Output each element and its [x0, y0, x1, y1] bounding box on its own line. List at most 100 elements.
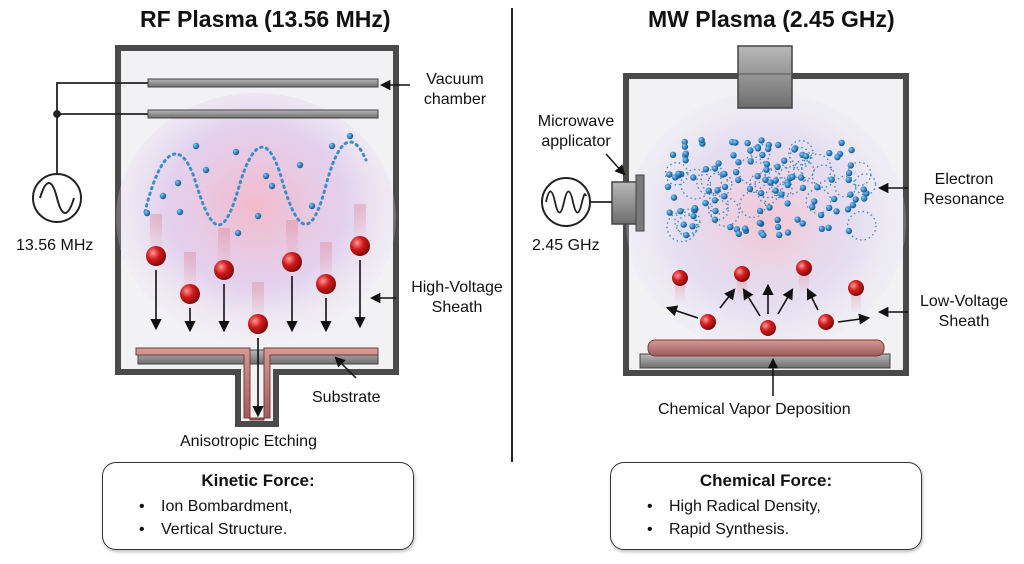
rf-wave	[143, 140, 368, 227]
resonance-ring	[676, 214, 699, 237]
electron	[826, 149, 833, 157]
ion-trail	[252, 282, 264, 324]
electron	[143, 209, 151, 217]
electron	[774, 216, 781, 223]
electron	[308, 202, 316, 210]
mw-applicator	[611, 174, 645, 232]
substrate-label: Substrate	[312, 389, 381, 406]
electron	[670, 194, 678, 201]
electron	[852, 196, 859, 203]
electron	[826, 204, 833, 212]
radical-trajectory-arrow	[777, 288, 794, 315]
low-voltage-sheath-label-text: Low-Voltage Sheath	[919, 293, 1009, 330]
radical	[672, 270, 688, 286]
mw-panel-title: MW Plasma (2.45 GHz)	[648, 6, 895, 32]
electron	[721, 183, 729, 191]
electron	[847, 162, 854, 169]
electron	[849, 201, 857, 209]
mw-frequency-label: 2.45 GHz	[532, 237, 600, 254]
electron	[831, 195, 838, 203]
electron	[763, 166, 770, 173]
electron	[784, 181, 791, 189]
resonance-ring	[754, 168, 784, 199]
radical-trajectory-arrow	[742, 288, 761, 317]
electron	[727, 223, 734, 231]
electron	[714, 186, 721, 194]
electron	[756, 207, 764, 215]
ion	[350, 236, 370, 256]
resonance-ring	[811, 164, 836, 188]
rf-electrode-bottom	[147, 109, 379, 119]
electron	[159, 192, 167, 200]
mw-radical-group	[665, 260, 871, 336]
electron	[721, 193, 728, 200]
electron	[781, 157, 788, 164]
chemical-vapor-deposition-label: Chemical Vapor Deposition	[658, 401, 851, 418]
electron	[811, 198, 818, 205]
electron	[711, 165, 719, 172]
rf-frequency-label: 13.56 MHz	[16, 237, 94, 254]
electron	[756, 219, 763, 227]
electron	[732, 169, 740, 176]
electron	[232, 148, 240, 156]
radical-trajectory-arrow	[837, 313, 871, 325]
ion-trail	[184, 252, 196, 294]
electron	[844, 206, 852, 213]
radical	[760, 320, 776, 336]
electron	[711, 197, 719, 204]
microwave-applicator-label: Microwave applicator	[520, 112, 632, 152]
electron	[784, 200, 791, 207]
chemical-force-summary-box: Chemical Force: High Radical Density, Ra…	[610, 462, 922, 550]
resonance-ring	[739, 191, 767, 219]
electron	[834, 153, 841, 161]
electron	[711, 216, 719, 223]
electron	[732, 139, 739, 146]
electron	[772, 187, 779, 194]
electron	[682, 157, 689, 164]
ion-trail	[218, 228, 230, 270]
resonance-ring	[707, 193, 729, 215]
kinetic-force-list: Ion Bombardment, Vertical Structure.	[103, 495, 413, 541]
electron	[705, 187, 712, 194]
electron	[690, 174, 697, 181]
electron	[767, 179, 774, 186]
electron	[666, 209, 673, 216]
electron	[860, 186, 867, 193]
electron	[776, 231, 783, 239]
electron	[677, 208, 684, 215]
ion	[214, 260, 234, 280]
electron	[802, 153, 810, 160]
electron	[682, 150, 689, 157]
electron	[690, 212, 697, 220]
radical-trail	[851, 288, 861, 314]
anisotropic-etching-label: Anisotropic Etching	[180, 433, 317, 450]
rf-wiring	[53, 82, 148, 174]
electron	[328, 142, 336, 150]
rf-electrode-top	[147, 78, 379, 88]
electron	[861, 195, 868, 202]
electron	[296, 161, 304, 169]
resonance-ring	[771, 177, 793, 199]
kinetic-force-title: Kinetic Force:	[201, 471, 315, 490]
kinetic-force-summary-box: Kinetic Force: Ion Bombardment, Vertical…	[102, 462, 414, 550]
electron	[712, 207, 719, 215]
electron	[735, 230, 742, 237]
resonance-ring	[680, 168, 712, 200]
electron	[799, 184, 807, 192]
electron	[789, 173, 796, 181]
electron	[778, 191, 785, 198]
microwave-applicator-label-text: Microwave applicator	[537, 113, 615, 150]
electron	[675, 170, 682, 177]
electron	[760, 231, 767, 239]
high-voltage-sheath-label-text: High-Voltage Sheath	[411, 279, 503, 316]
chemical-force-item: Rapid Synthesis.	[647, 518, 921, 541]
electron	[730, 152, 737, 159]
leader-substrate	[334, 356, 357, 379]
electron	[735, 176, 742, 184]
radical-trajectory-arrow	[665, 305, 699, 319]
radical-trajectory-arrow	[806, 287, 819, 311]
rf-electron-group	[143, 132, 354, 237]
electron	[791, 146, 798, 153]
electron	[847, 191, 854, 198]
electron	[845, 176, 852, 184]
